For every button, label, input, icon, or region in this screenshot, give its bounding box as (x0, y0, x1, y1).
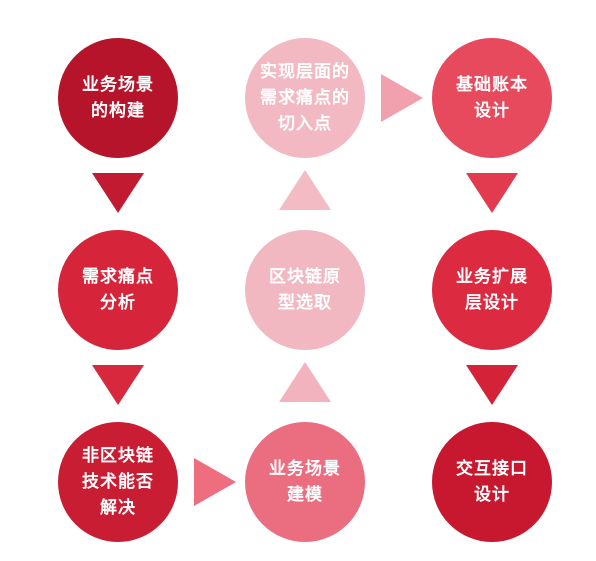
node-business-scenario-construction: 业务场景 的构建 (58, 38, 178, 158)
arrow-down-icon (92, 173, 144, 213)
node-blockchain-prototype-selection: 区块链原 型选取 (245, 230, 365, 350)
arrow-down-icon (466, 173, 518, 213)
arrow-right-icon (194, 458, 236, 506)
arrow-down-icon (466, 365, 518, 405)
node-label: 业务场景 的构建 (82, 75, 154, 121)
node-pain-point-analysis: 需求痛点 分析 (58, 230, 178, 350)
arrow-up-icon (279, 170, 331, 210)
node-business-extension-layer-design: 业务扩展 层设计 (432, 230, 552, 350)
arrow-down-icon (92, 365, 144, 405)
node-label: 区块链原 型选取 (269, 267, 341, 313)
node-label: 实现层面的 需求痛点的 切入点 (260, 62, 350, 134)
node-label: 需求痛点 分析 (82, 267, 154, 313)
node-label: 非区块链 技术能否 解决 (82, 446, 154, 518)
node-label: 基础账本 设计 (456, 75, 528, 121)
node-non-blockchain-solvable: 非区块链 技术能否 解决 (58, 422, 178, 542)
node-base-ledger-design: 基础账本 设计 (432, 38, 552, 158)
node-business-scenario-modeling: 业务场景 建模 (245, 422, 365, 542)
node-label: 交互接口 设计 (456, 459, 528, 505)
node-label: 业务场景 建模 (269, 459, 341, 505)
arrow-right-icon (381, 74, 423, 122)
node-interaction-interface-design: 交互接口 设计 (432, 422, 552, 542)
node-implementation-entry-point: 实现层面的 需求痛点的 切入点 (245, 38, 365, 158)
arrow-up-icon (279, 362, 331, 402)
node-label: 业务扩展 层设计 (456, 267, 528, 313)
